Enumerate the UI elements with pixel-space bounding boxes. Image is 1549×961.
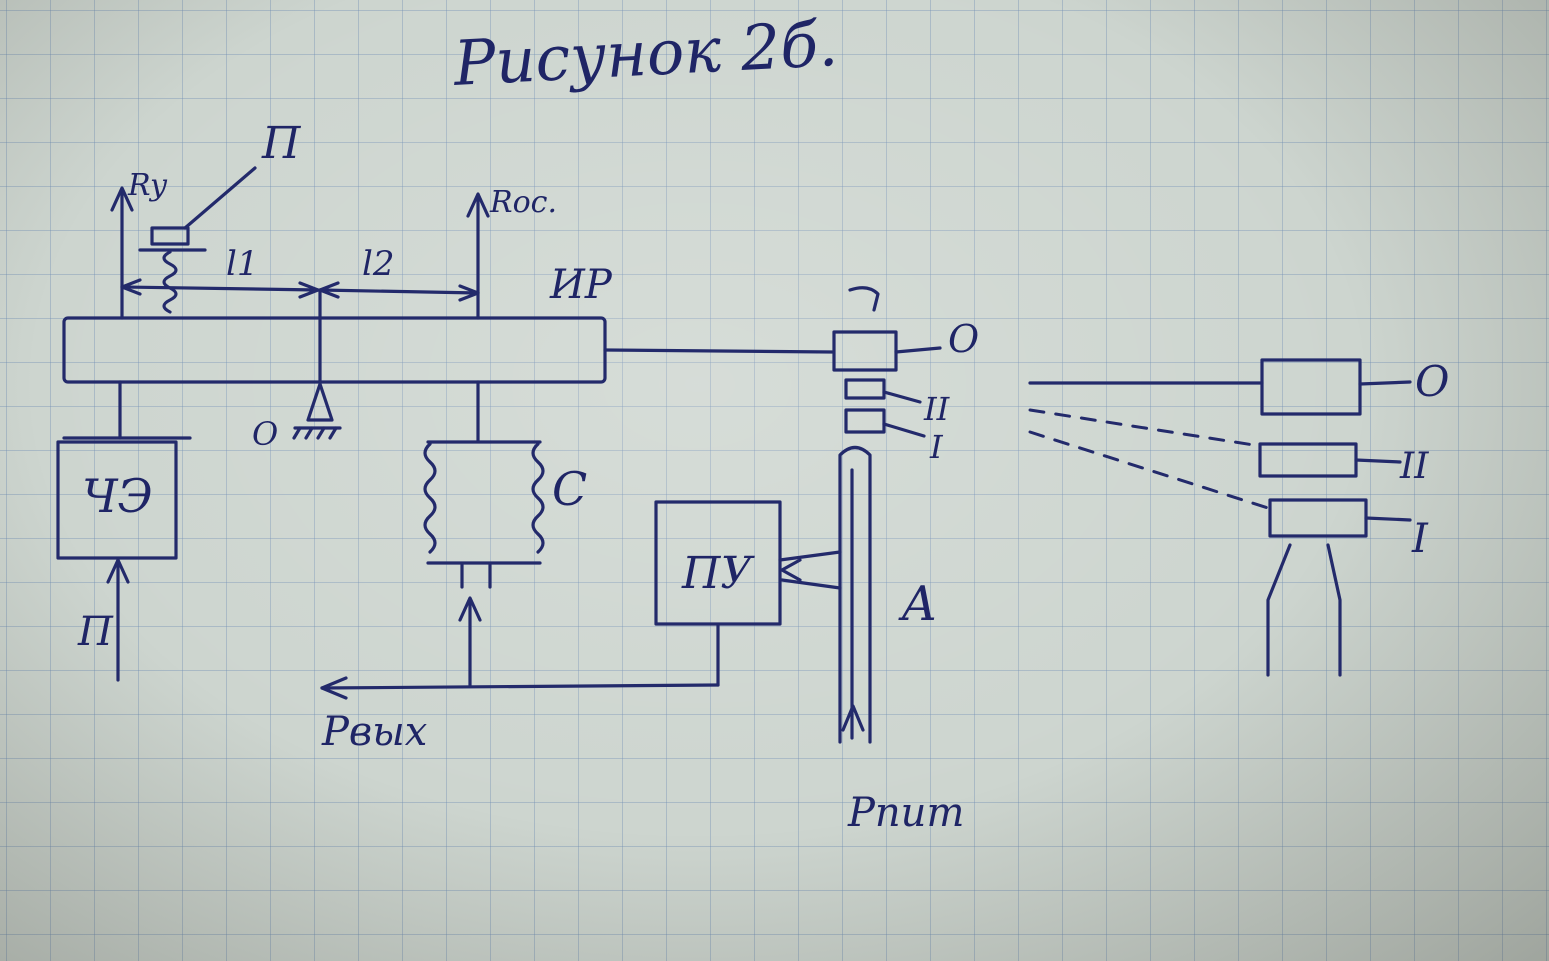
pivot-support xyxy=(306,382,334,422)
ii-left-leader xyxy=(882,390,922,404)
top-spring xyxy=(162,250,178,314)
i-left-leader xyxy=(882,422,926,438)
stack-left-o xyxy=(832,330,898,372)
stack-cap-mark xyxy=(848,286,880,312)
i-right-label: I xyxy=(1411,516,1429,562)
output-line xyxy=(320,683,720,690)
i-left-label: I xyxy=(929,428,944,466)
a-branch-arrowhead xyxy=(780,558,802,582)
o-left-label: O xyxy=(948,317,979,361)
nozzle-top xyxy=(150,226,190,246)
l1-dimension-line xyxy=(120,285,320,292)
l2-dimension-line xyxy=(318,288,480,295)
bellows-inlet xyxy=(460,563,492,589)
stack-right-o xyxy=(1260,358,1362,416)
p-input-arrowhead xyxy=(106,558,130,584)
ii-left-label: II xyxy=(923,390,951,428)
bellows-feed-arrowhead xyxy=(458,596,482,622)
projection-line-i xyxy=(1028,430,1270,510)
p-top-label: П xyxy=(261,118,302,169)
right-jaw-right xyxy=(1326,543,1342,677)
ce-label: ЧЭ xyxy=(82,469,153,523)
p-leader-line xyxy=(183,166,257,230)
sensing-element-block xyxy=(56,440,178,560)
a-branch-bottom xyxy=(780,578,842,590)
l1-arrow-left xyxy=(120,278,142,296)
lever-link-line xyxy=(603,348,834,354)
lever-label: ИР xyxy=(549,262,613,308)
stack-right-i xyxy=(1268,498,1368,538)
stack-left-ii xyxy=(844,378,886,400)
bellows-label: C xyxy=(552,462,587,516)
ii-right-leader xyxy=(1354,458,1402,464)
roc-label: Roc. xyxy=(489,185,557,220)
supply-tube xyxy=(838,445,872,744)
right-jaw-left xyxy=(1266,543,1292,677)
a-branch-top xyxy=(778,550,842,562)
ry-label: Ry xyxy=(127,168,168,203)
ry-arrowhead xyxy=(110,186,134,212)
l1-arrow-right xyxy=(298,281,320,299)
a-label: A xyxy=(898,576,937,632)
output-label: Pвых xyxy=(321,709,427,755)
amplifier-label: ПУ xyxy=(681,548,755,599)
bellows-right-wall xyxy=(531,442,545,554)
supply-label: Pпит xyxy=(847,790,964,836)
pivot-label: O xyxy=(252,415,278,453)
l1-label: l1 xyxy=(226,244,259,284)
roc-arrowhead xyxy=(466,192,490,218)
i-right-leader xyxy=(1364,516,1412,522)
output-arrowhead xyxy=(320,676,348,700)
supply-arrowhead xyxy=(841,704,865,732)
p-input-label: П xyxy=(77,609,114,655)
o-right-leader xyxy=(1358,380,1412,386)
o-left-leader xyxy=(894,346,942,354)
figure-title: Рисунок 2б. xyxy=(451,7,840,100)
l2-label: l2 xyxy=(362,244,395,284)
projection-line-ii xyxy=(1028,408,1262,448)
stack-left-i xyxy=(844,408,886,434)
pivot-ground-hatch xyxy=(292,426,338,440)
ii-right-label: II xyxy=(1399,446,1429,487)
o-right-label: O xyxy=(1415,357,1449,406)
bellows-left-wall xyxy=(423,442,437,554)
stack-right-ii xyxy=(1258,442,1358,478)
amplifier-block xyxy=(654,500,782,626)
lever-bar xyxy=(62,316,607,384)
